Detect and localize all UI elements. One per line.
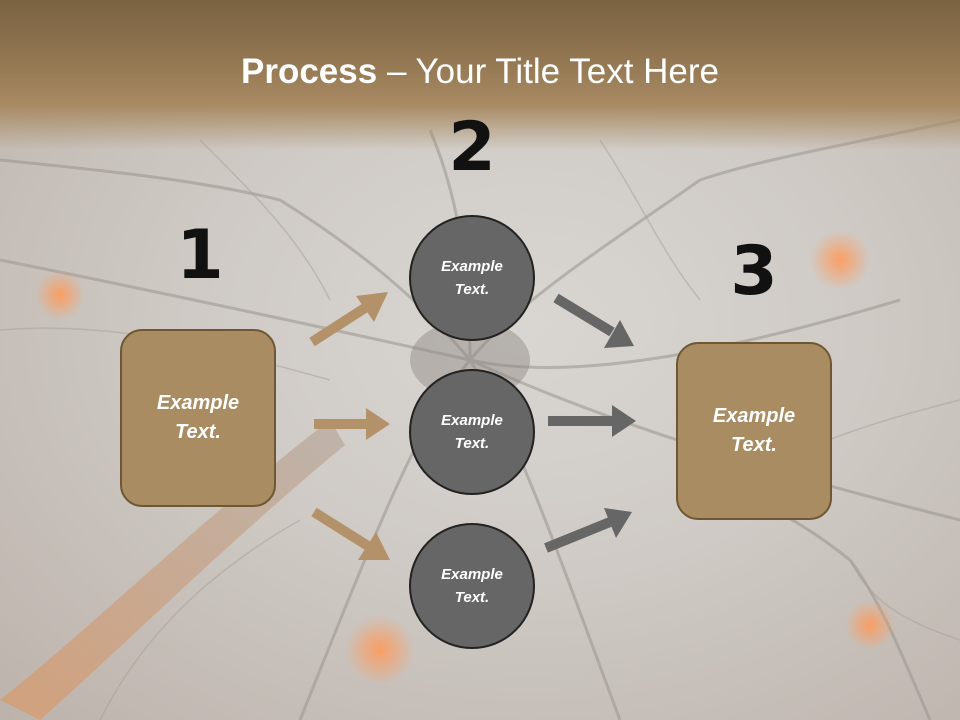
circle-top[interactable]: Example Text. (409, 215, 535, 341)
circle-top-text: Example Text. (441, 258, 503, 298)
arrow-left-top (309, 292, 388, 347)
arrow-right-top (553, 293, 634, 348)
circle-middle[interactable]: Example Text. (409, 369, 535, 495)
circle-bottom[interactable]: Example Text. (409, 523, 535, 649)
circle-bottom-text: Example Text. (441, 566, 503, 606)
step-number-2: 2 (448, 108, 496, 187)
slide-title: Process – Your Title Text Here (0, 52, 960, 92)
right-step-box[interactable]: Example Text. (676, 342, 832, 520)
right-step-text: Example Text. (712, 405, 796, 456)
step-number-1: 1 (176, 216, 224, 295)
title-bold: Process (241, 52, 378, 91)
arrow-right-bottom (544, 508, 632, 553)
arrow-right-middle (548, 405, 636, 437)
title-rest: – Your Title Text Here (377, 52, 719, 91)
arrow-left-bottom (311, 507, 390, 560)
left-step-text: Example Text. (156, 392, 240, 443)
title-bar (0, 0, 960, 150)
left-step-box[interactable]: Example Text. (120, 329, 276, 507)
arrow-left-middle (314, 408, 390, 440)
circle-middle-text: Example Text. (441, 412, 503, 452)
step-number-3: 3 (730, 232, 778, 311)
